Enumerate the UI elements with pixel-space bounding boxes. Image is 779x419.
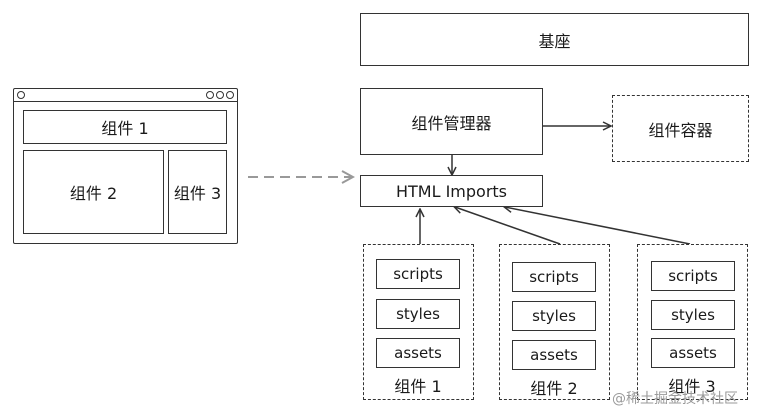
component-manager-label: 组件管理器: [411, 113, 492, 133]
package-item: scripts: [376, 259, 460, 289]
package-label: 组件 1: [364, 373, 472, 397]
package-item-label: scripts: [393, 265, 443, 283]
package-item: scripts: [512, 262, 596, 292]
browser-component-2-label: 组件 2: [69, 184, 118, 203]
base-box: 基座: [360, 13, 749, 66]
package-3: scripts styles assets 组件 3: [637, 244, 748, 400]
package-item: scripts: [651, 261, 735, 291]
html-imports-label: HTML Imports: [395, 181, 508, 201]
package-item-label: styles: [671, 306, 715, 324]
browser-component-1-label: 组件 1: [101, 119, 149, 138]
base-label: 基座: [538, 31, 571, 51]
watermark-text: @稀土掘金技术社区: [612, 391, 738, 407]
component-container-label: 组件容器: [648, 120, 713, 140]
package-item-label: scripts: [668, 267, 718, 285]
package-item-label: scripts: [529, 268, 579, 286]
package-item-label: styles: [396, 305, 440, 323]
package-label-text: 组件 2: [530, 379, 578, 398]
watermark: @稀土掘金技术社区: [612, 389, 738, 409]
browser-component-3-label: 组件 3: [173, 184, 222, 203]
package-item: styles: [512, 301, 596, 331]
window-dot-icon: [216, 91, 224, 99]
arrow-pkg2-to-imports: [455, 207, 561, 245]
package-2: scripts styles assets 组件 2: [499, 244, 610, 400]
package-item-label: assets: [530, 346, 578, 364]
window-dot-icon: [206, 91, 214, 99]
window-dot-icon: [226, 91, 234, 99]
package-item: assets: [512, 340, 596, 370]
package-item-label: assets: [394, 344, 442, 362]
package-label-text: 组件 3: [668, 377, 716, 396]
arrow-pkg3-to-imports: [505, 207, 691, 245]
package-item-label: styles: [532, 307, 576, 325]
html-imports-box: HTML Imports: [360, 175, 543, 207]
browser-title-bar: [14, 89, 237, 102]
browser-component-2: 组件 2: [23, 150, 164, 234]
package-label: 组件 2: [500, 375, 608, 399]
window-dot-icon: [17, 91, 25, 99]
package-item: assets: [651, 338, 735, 368]
component-manager-box: 组件管理器: [360, 88, 543, 155]
browser-component-1: 组件 1: [23, 110, 227, 144]
component-container-box: 组件容器: [612, 95, 749, 162]
package-label: 组件 3: [638, 373, 746, 397]
package-item: assets: [376, 338, 460, 368]
package-item: styles: [651, 300, 735, 330]
package-item: styles: [376, 299, 460, 329]
package-label-text: 组件 1: [394, 377, 442, 396]
package-item-label: assets: [669, 344, 717, 362]
browser-component-3: 组件 3: [168, 150, 227, 234]
package-1: scripts styles assets 组件 1: [363, 244, 474, 400]
